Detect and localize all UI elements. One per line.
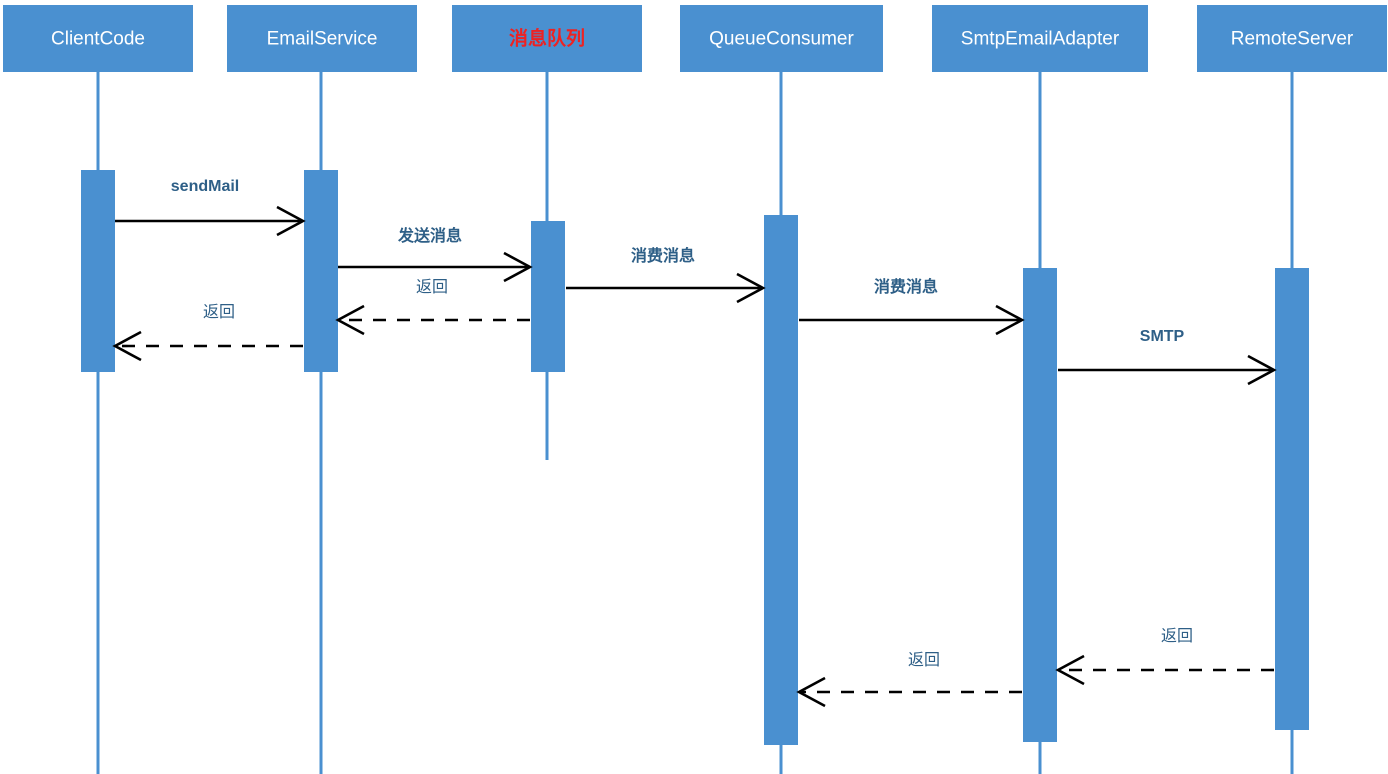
participant-box-smtpadapter[interactable]	[932, 5, 1148, 72]
participant-label-consumer: QueueConsumer	[709, 29, 854, 50]
arrowhead-m9	[112, 330, 142, 362]
message-label-m6: 返回	[1161, 627, 1193, 645]
participant-box-client[interactable]	[3, 5, 193, 72]
activation-bar-consumer[interactable]	[764, 215, 798, 745]
activation-bar-emailservice[interactable]	[304, 170, 338, 372]
arrowhead-m4	[995, 304, 1025, 336]
participant-label-client: ClientCode	[51, 29, 145, 50]
message-m4[interactable]	[799, 304, 1025, 336]
message-label-m8: 返回	[416, 278, 448, 296]
participant-boxes-layer: ClientCode EmailService 消息队列 QueueConsumer S…	[3, 5, 1387, 72]
message-m2[interactable]	[338, 251, 533, 283]
message-m5[interactable]	[1058, 354, 1277, 386]
arrowhead-m2	[503, 251, 533, 283]
message-label-m1: sendMail	[171, 178, 239, 195]
message-label-m2: 发送消息	[397, 226, 462, 245]
arrowhead-m1	[276, 205, 306, 237]
arrowhead-m6	[1055, 654, 1085, 686]
message-label-m3: 消费消息	[631, 246, 695, 265]
message-m6[interactable]	[1055, 654, 1274, 686]
messages-layer	[112, 205, 1277, 708]
participant-label-smtpadapter: SmtpEmailAdapter	[961, 29, 1120, 50]
participant-box-remoteserver[interactable]	[1197, 5, 1387, 72]
arrowhead-m8	[335, 304, 365, 336]
message-m7[interactable]	[796, 676, 1022, 708]
message-m1[interactable]	[115, 205, 306, 237]
participant-label-queue: 消息队列	[509, 27, 585, 50]
arrowhead-m5	[1247, 354, 1277, 386]
activation-bars-layer	[81, 170, 1309, 745]
arrowhead-m3	[736, 272, 766, 304]
activation-bar-remoteserver[interactable]	[1275, 268, 1309, 730]
participant-label-emailservice: EmailService	[267, 29, 378, 50]
lifelines-layer	[96, 72, 1294, 774]
activation-bar-queue[interactable]	[531, 221, 565, 372]
message-label-m7: 返回	[908, 651, 940, 669]
message-m8[interactable]	[335, 304, 530, 336]
activation-bar-client[interactable]	[81, 170, 115, 372]
message-label-m4: 消费消息	[874, 277, 938, 296]
message-m9[interactable]	[112, 330, 303, 362]
participant-box-queue[interactable]	[452, 5, 642, 72]
participant-box-emailservice[interactable]	[227, 5, 417, 72]
message-label-m5: SMTP	[1140, 328, 1185, 345]
message-m3[interactable]	[566, 272, 766, 304]
activation-bar-smtpadapter[interactable]	[1023, 268, 1057, 742]
arrowhead-m7	[796, 676, 826, 708]
participant-box-consumer[interactable]	[680, 5, 883, 72]
participant-label-remoteserver: RemoteServer	[1231, 29, 1354, 50]
message-label-m9: 返回	[203, 303, 235, 321]
